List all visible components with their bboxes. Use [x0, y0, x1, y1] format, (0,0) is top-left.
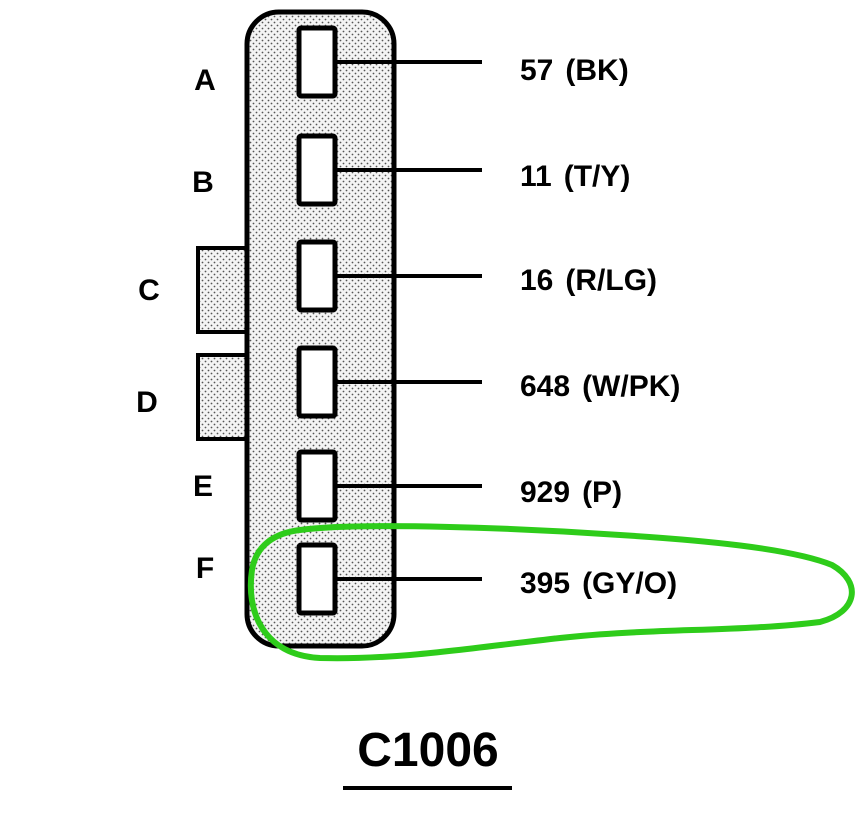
- pin-e-letter: E: [193, 470, 213, 503]
- pin-d-color-code: (W/PK): [582, 370, 680, 403]
- pin-f-wire-label: 395 (GY/O): [520, 567, 677, 600]
- pin-d: D 648 (W/PK): [136, 345, 680, 419]
- pin-c-terminal: [296, 239, 338, 313]
- pin-e-wire-label: 929 (P): [520, 476, 622, 509]
- pin-f: F 395 (GY/O): [196, 542, 677, 616]
- pin-c-color-code: (R/LG): [565, 264, 657, 297]
- pin-a-color-code: (BK): [565, 54, 628, 87]
- connector-id: C1006: [357, 724, 498, 777]
- pins-layer: A 57 (BK) B 11 (T/Y) C 16 (R/LG) D 648 (W/PK) E 929 (P…: [136, 25, 680, 616]
- pin-d-wire-label: 648 (W/PK): [520, 370, 680, 403]
- pin-a-wire-label: 57 (BK): [520, 54, 629, 87]
- pin-e: E 929 (P): [193, 449, 622, 523]
- pin-c-wire-label: 16 (R/LG): [520, 264, 657, 297]
- pin-b-circuit: 11: [520, 160, 552, 193]
- pin-a-letter: A: [194, 64, 216, 97]
- pin-d-terminal: [296, 345, 338, 419]
- pin-e-circuit: 929: [520, 476, 570, 509]
- pin-c: C 16 (R/LG): [138, 239, 657, 313]
- pin-d-letter: D: [136, 386, 158, 419]
- pin-f-color-code: (GY/O): [582, 567, 677, 600]
- pin-f-circuit: 395: [520, 567, 570, 600]
- pin-b-wire-label: 11 (T/Y): [520, 160, 630, 193]
- pin-a: A 57 (BK): [194, 25, 629, 99]
- pin-b: B 11 (T/Y): [192, 133, 630, 207]
- pin-c-circuit: 16: [520, 264, 553, 297]
- highlight-loop: [247, 523, 855, 662]
- pin-e-color-code: (P): [582, 476, 622, 509]
- pin-f-terminal: [296, 542, 338, 616]
- pin-a-circuit: 57: [520, 54, 553, 87]
- pin-c-letter: C: [138, 274, 160, 307]
- pin-b-terminal: [296, 133, 338, 207]
- pin-e-terminal: [296, 449, 338, 523]
- pin-b-letter: B: [192, 166, 214, 199]
- pin-f-letter: F: [196, 552, 214, 585]
- pin-d-circuit: 648: [520, 370, 570, 403]
- pin-b-color-code: (T/Y): [564, 160, 631, 193]
- pin-a-terminal: [296, 25, 338, 99]
